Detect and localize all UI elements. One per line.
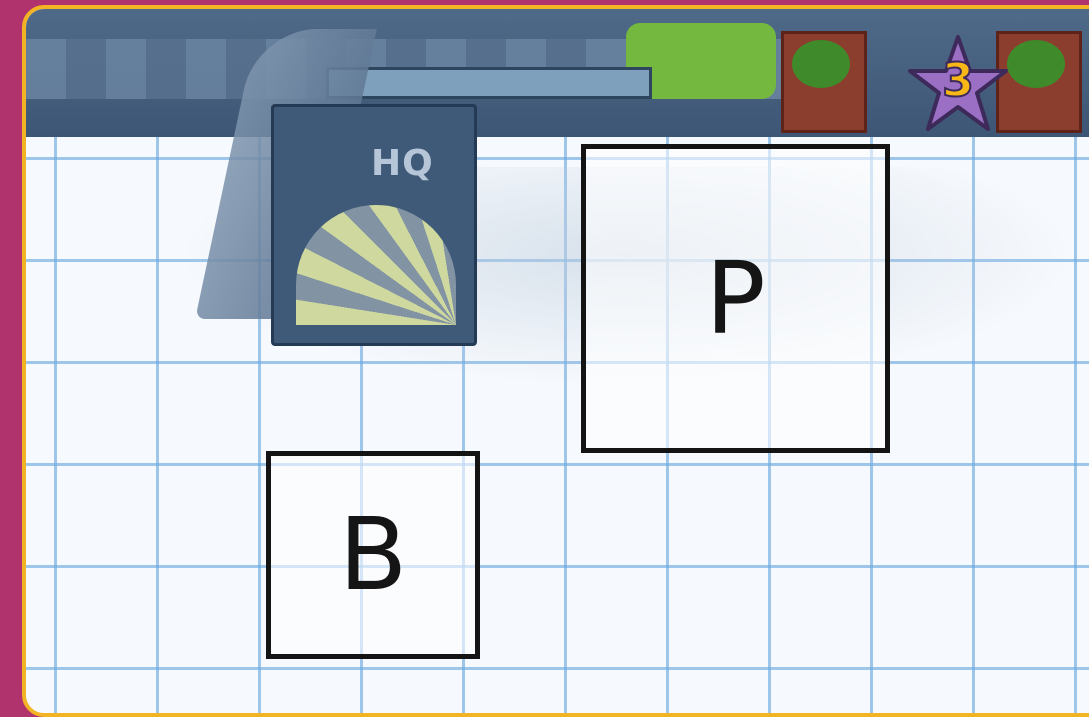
drawn-box-p[interactable]: P [581,144,890,453]
drawn-box-b[interactable]: B [266,451,480,659]
hq-label: HQ [371,143,434,184]
game-board: HQ 3 P B [22,5,1089,717]
star-count: 3 [906,53,1010,107]
rail-track [326,67,652,99]
star-badge[interactable]: 3 [906,33,1010,137]
hedge-tile [781,31,867,133]
grid-paper [26,137,1089,717]
box-letter-p: P [705,249,765,349]
box-letter-b: B [339,505,408,605]
